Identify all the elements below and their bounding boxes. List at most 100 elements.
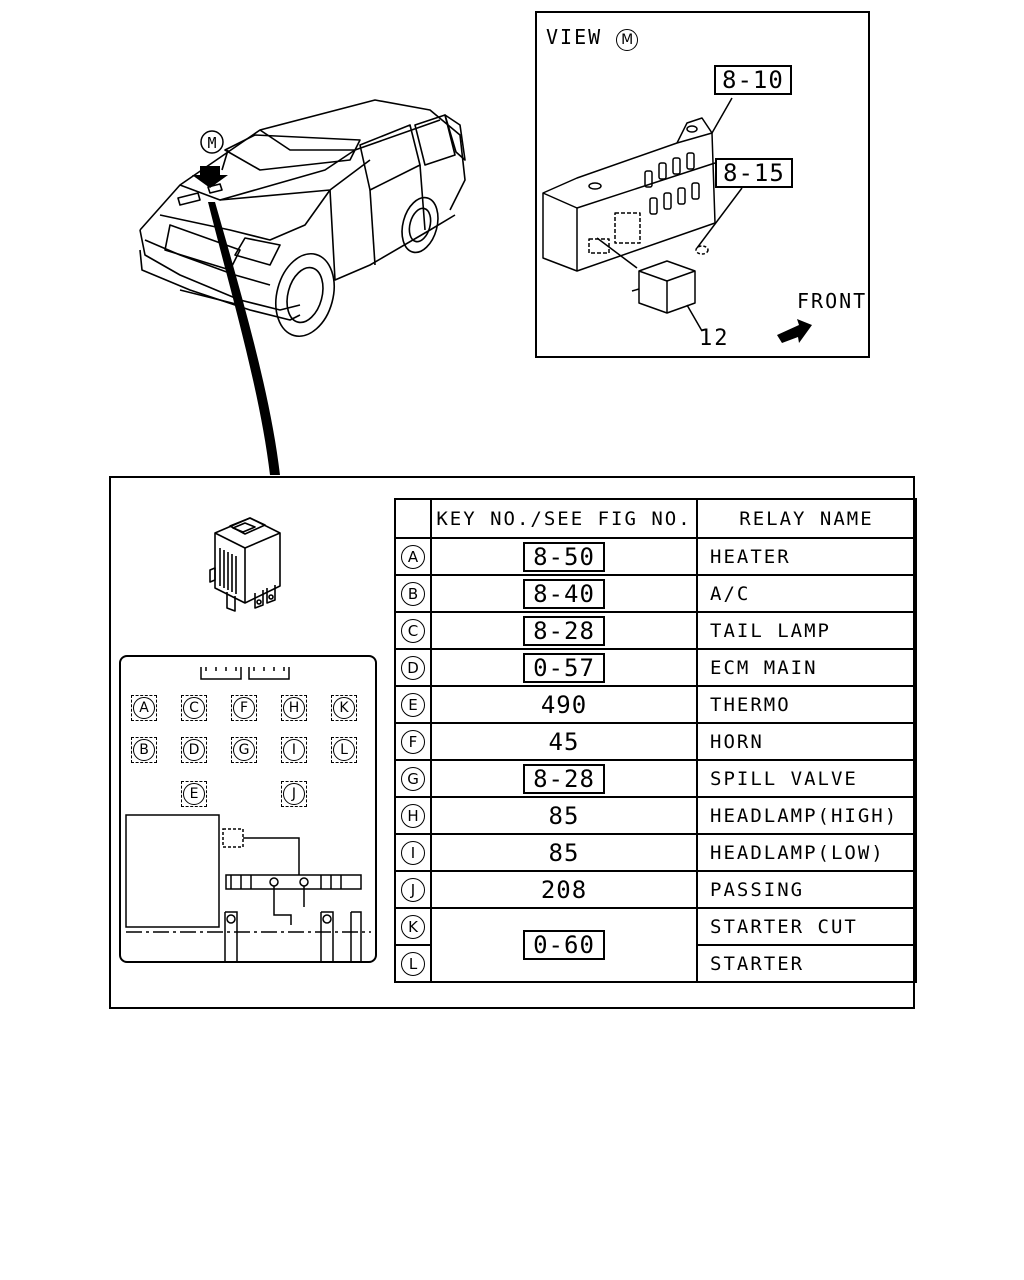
fuse-slot-e: E	[181, 781, 207, 807]
table-row: C 8-28 TAIL LAMP	[394, 611, 917, 650]
fuse-slot-l: L	[331, 737, 357, 763]
row-key-cell: J	[394, 870, 432, 909]
row-relay-name: PASSING	[696, 870, 917, 909]
row-key-cell: D	[394, 648, 432, 687]
row-key-letter: J	[401, 877, 425, 902]
row-relay-name: HEADLAMP(HIGH)	[696, 796, 917, 835]
callout-8-15: 8-15	[715, 158, 793, 188]
row-relay-name: STARTER	[696, 944, 917, 983]
header-key-blank	[394, 498, 432, 539]
row-key-letter: A	[401, 544, 425, 569]
slot-label: J	[283, 783, 305, 805]
part-number-12: 12	[699, 326, 730, 351]
row-relay-name: TAIL LAMP	[696, 611, 917, 650]
row-fig-cell: 490	[430, 685, 698, 724]
row-relay-name: HEADLAMP(LOW)	[696, 833, 917, 872]
row-relay-name: STARTER CUT	[696, 907, 917, 946]
fuse-slot-k: K	[331, 695, 357, 721]
slot-label: E	[183, 783, 205, 805]
row-relay-name: THERMO	[696, 685, 917, 724]
header-relay-name: RELAY NAME	[696, 498, 917, 539]
row-key-cell: L	[394, 944, 432, 983]
row-relay-name: HEATER	[696, 537, 917, 576]
fuse-block-layout: A C F H K B D G I L E J	[119, 655, 377, 963]
row-fig-cell: 208	[430, 870, 698, 909]
table-row: L STARTER	[394, 944, 917, 983]
view-marker-circle	[200, 130, 224, 154]
slot-label: I	[283, 739, 305, 761]
fuse-slot-c: C	[181, 695, 207, 721]
header-key-fig: KEY NO./SEE FIG NO.	[430, 498, 698, 539]
slot-label: A	[133, 697, 155, 719]
row-fig-number: 8-28	[523, 615, 605, 646]
row-fig-number: 45	[548, 727, 580, 756]
row-key-cell: E	[394, 685, 432, 724]
table-row: J 208 PASSING	[394, 870, 917, 909]
row-fig-number: 8-40	[523, 578, 605, 609]
slot-label: L	[333, 739, 355, 761]
row-key-letter: K	[401, 914, 425, 939]
row-key-cell: C	[394, 611, 432, 650]
vehicle-marker-letter: M	[207, 134, 216, 152]
row-fig-number: 208	[540, 875, 588, 904]
row-key-letter: B	[401, 581, 425, 606]
fuse-slot-i: I	[281, 737, 307, 763]
row-key-cell: F	[394, 722, 432, 761]
row-fig-cell: 8-28	[430, 759, 698, 798]
slot-label: H	[283, 697, 305, 719]
row-key-letter: F	[401, 729, 425, 754]
slot-label: D	[183, 739, 205, 761]
row-key-cell: G	[394, 759, 432, 798]
slot-label: F	[233, 697, 255, 719]
row-fig-cell: 0-60	[430, 907, 698, 983]
fuse-slot-a: A	[131, 695, 157, 721]
view-title: VIEW M	[546, 25, 639, 51]
relay-table: KEY NO./SEE FIG NO. RELAY NAME A 8-50 HEAT…	[394, 498, 917, 983]
slot-label: B	[133, 739, 155, 761]
relay-illustration	[209, 517, 281, 612]
row-key-cell: H	[394, 796, 432, 835]
row-relay-name: A/C	[696, 574, 917, 613]
fuse-slot-b: B	[131, 737, 157, 763]
row-fig-number: 0-57	[523, 652, 605, 683]
row-key-cell: B	[394, 574, 432, 613]
fuse-slot-h: H	[281, 695, 307, 721]
table-row: G 8-28 SPILL VALVE	[394, 759, 917, 798]
row-relay-name: ECM MAIN	[696, 648, 917, 687]
view-m-panel: VIEW M 8-10 8-15 FRONT 12	[535, 11, 870, 358]
row-key-letter: C	[401, 618, 425, 643]
row-relay-name: HORN	[696, 722, 917, 761]
row-fig-cell: 85	[430, 796, 698, 835]
row-key-letter: H	[401, 803, 425, 828]
row-key-letter: I	[401, 840, 425, 865]
callout-8-10: 8-10	[714, 65, 792, 95]
row-fig-cell: 8-50	[430, 537, 698, 576]
row-fig-cell: 8-40	[430, 574, 698, 613]
row-relay-name: SPILL VALVE	[696, 759, 917, 798]
vehicle-illustration: M	[139, 99, 466, 475]
view-marker: M	[616, 29, 639, 51]
fuse-slot-d: D	[181, 737, 207, 763]
row-fig-cell: 85	[430, 833, 698, 872]
slot-label: K	[333, 697, 355, 719]
row-key-cell: K	[394, 907, 432, 946]
row-fig-cell: 45	[430, 722, 698, 761]
table-row: A 8-50 HEATER	[394, 537, 917, 576]
row-fig-number: 8-50	[523, 541, 605, 572]
row-fig-cell: 8-28	[430, 611, 698, 650]
row-key-letter: D	[401, 655, 425, 680]
row-key-cell: A	[394, 537, 432, 576]
table-row: B 8-40 A/C	[394, 574, 917, 613]
row-fig-number: 85	[548, 838, 580, 867]
table-row: I 85 HEADLAMP(LOW)	[394, 833, 917, 872]
fuse-slot-g: G	[231, 737, 257, 763]
row-fig-cell: 0-57	[430, 648, 698, 687]
fuse-block-lines	[125, 667, 371, 961]
row-key-letter: G	[401, 766, 425, 791]
row-fig-number: 8-28	[523, 763, 605, 794]
row-key-letter: L	[401, 951, 425, 976]
front-label: FRONT	[797, 289, 868, 313]
